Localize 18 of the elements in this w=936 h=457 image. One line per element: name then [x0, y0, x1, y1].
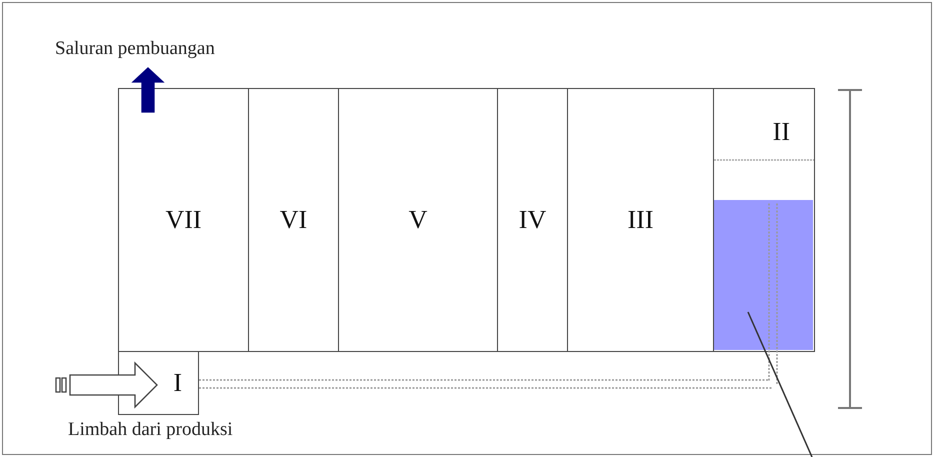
block-arrow: [131, 67, 165, 113]
tank-chamber: [248, 88, 339, 352]
block-arrow: [55, 361, 158, 409]
tank-chamber: [118, 351, 199, 415]
pipe: [199, 202, 778, 389]
tank-chamber: [713, 88, 815, 352]
water-fill: [714, 200, 813, 350]
tank-chamber: [497, 88, 568, 352]
inlet-label: Limbah dari produksi: [68, 419, 233, 441]
tank-chamber: [338, 88, 498, 352]
chamber-number: V: [408, 205, 428, 235]
chamber-number: I: [173, 368, 182, 398]
outlet-label: Saluran pembuangan: [55, 38, 245, 64]
chamber-number: II: [772, 117, 790, 147]
chamber-number: VI: [280, 205, 308, 235]
chamber-number: VII: [165, 205, 202, 235]
chamber-number: IV: [518, 205, 546, 235]
chamber-number: III: [628, 205, 654, 235]
